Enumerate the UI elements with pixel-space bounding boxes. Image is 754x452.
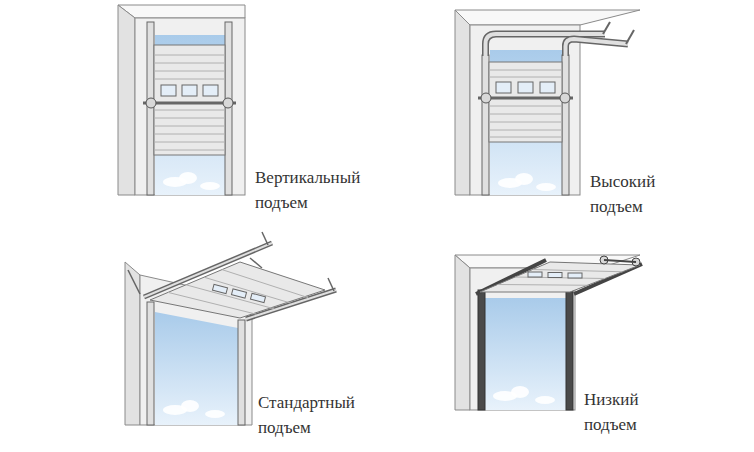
lift-type-label: Стандартный подъем <box>258 391 355 440</box>
high-lift-figure <box>455 10 640 195</box>
vertical-lift-figure <box>118 5 245 195</box>
lift-type-label-box: Низкий подъем <box>584 388 639 437</box>
low-lift-figure <box>455 255 642 410</box>
lift-type-label-box: Высокий подъем <box>590 170 655 219</box>
lift-type-label: Вертикальный подъем <box>255 166 360 215</box>
lift-type-label-box: Стандартный подъем <box>258 391 355 440</box>
lift-type-label-box: Вертикальный подъем <box>255 166 360 215</box>
lift-type-label: Высокий подъем <box>590 170 655 219</box>
lift-type-label: Низкий подъем <box>584 388 639 437</box>
